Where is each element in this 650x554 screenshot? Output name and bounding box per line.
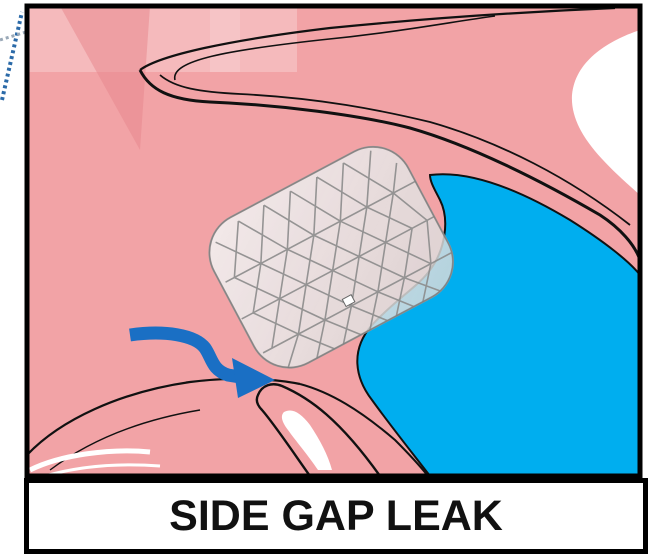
dotted-guide-line <box>2 12 22 100</box>
caption-label: SIDE GAP LEAK <box>169 492 503 541</box>
dotted-guide-line-top <box>0 32 26 40</box>
faded-overlay-2 <box>210 6 240 72</box>
caption-box: SIDE GAP LEAK <box>24 478 648 554</box>
